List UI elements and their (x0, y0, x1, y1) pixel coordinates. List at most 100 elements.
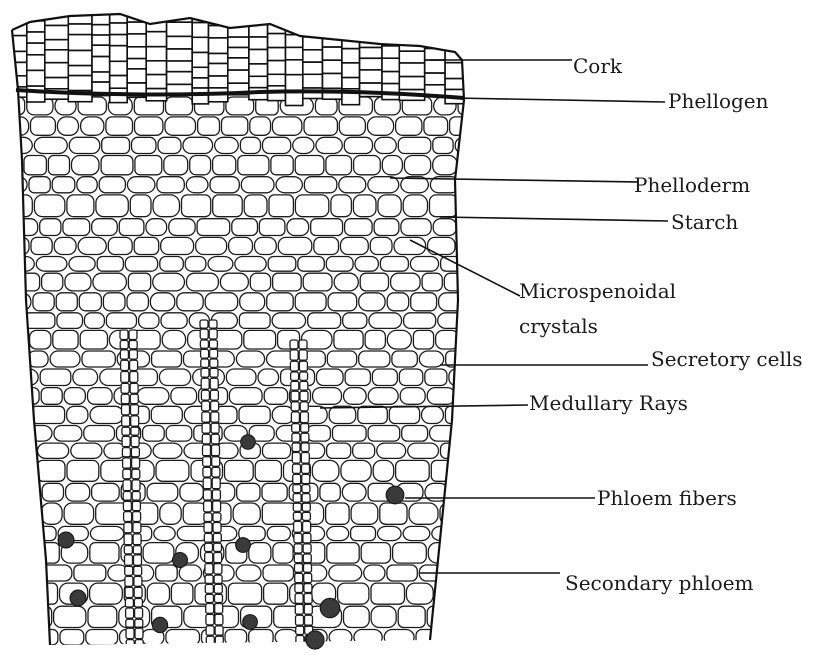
medullary-ray-cell (303, 554, 311, 563)
cork-cell (360, 10, 382, 23)
medullary-ray-cell (209, 340, 217, 348)
medullary-ray-cell (135, 619, 143, 627)
parenchyma-cell (276, 177, 302, 193)
medullary-ray-cell (291, 381, 299, 390)
parenchyma-cell (273, 543, 293, 564)
medullary-ray-cell (303, 544, 311, 553)
parenchyma-cell (197, 219, 230, 236)
medullary-ray-cell (204, 513, 212, 522)
parenchyma-cell (329, 630, 352, 645)
parenchyma-cell (408, 443, 439, 458)
parenchyma-cell (159, 369, 190, 386)
cork-cell (110, 35, 128, 46)
medullary-ray-cell (210, 390, 218, 400)
parenchyma-cell (364, 565, 385, 581)
parenchyma-cell (36, 257, 67, 272)
parenchyma-cell (327, 526, 349, 540)
medullary-ray-cell (291, 391, 299, 401)
label-crystals: crystals (519, 314, 598, 338)
medullary-ray-cell (215, 604, 223, 614)
medullary-ray-cell (210, 349, 218, 358)
medullary-ray-cell (131, 448, 139, 457)
cork-cell (360, 48, 382, 59)
parenchyma-cell (295, 293, 326, 311)
cork-cell (303, 62, 323, 74)
parenchyma-cell (250, 117, 271, 135)
parenchyma-cell (327, 443, 351, 458)
medullary-ray-cell (120, 341, 128, 349)
parenchyma-cell (0, 156, 22, 175)
medullary-ray-cell (213, 523, 221, 533)
cork-cell (27, 32, 45, 43)
parenchyma-cell (267, 293, 294, 311)
medullary-ray-cell (302, 474, 310, 483)
medullary-ray-cell (296, 626, 304, 634)
parenchyma-cell (249, 630, 273, 645)
parenchyma-cell (96, 195, 128, 217)
medullary-ray-cell (207, 645, 215, 655)
cork-cell (268, 48, 286, 61)
medullary-ray-cell (216, 645, 224, 655)
medullary-ray-cell (203, 490, 211, 500)
medullary-ray-cell (300, 381, 308, 390)
parenchyma-cell (161, 313, 187, 329)
parenchyma-cell (433, 156, 458, 175)
medullary-ray-cell (121, 372, 129, 383)
parenchyma-cell (380, 257, 408, 272)
medullary-ray-cell (133, 534, 141, 545)
cork-cell (360, 23, 382, 35)
cork-cell (45, 26, 69, 40)
parenchyma-cell (7, 369, 39, 386)
parenchyma-cell (320, 483, 340, 501)
parenchyma-cell (3, 195, 32, 217)
cork-cell (68, 76, 92, 91)
parenchyma-cell (416, 647, 444, 655)
parenchyma-cell (99, 177, 125, 193)
cork-cell (382, 22, 399, 34)
medullary-ray-cell (215, 626, 223, 635)
medullary-ray-cell (211, 434, 219, 444)
parenchyma-cell (353, 443, 375, 458)
cork-cell (286, 47, 303, 59)
cork-cell (192, 23, 208, 38)
parenchyma-cell (452, 630, 481, 645)
leader-starch (440, 217, 668, 221)
medullary-ray-cell (300, 372, 308, 380)
parenchyma-cells (0, 97, 495, 655)
label-phelloderm: Phelloderm (634, 173, 750, 197)
tissue-section (0, 10, 495, 655)
cork-cell (127, 59, 146, 69)
medullary-ray-cell (295, 573, 303, 582)
parenchyma-cell (316, 137, 342, 153)
medullary-ray-cell (129, 350, 137, 359)
parenchyma-cell (387, 647, 414, 655)
parenchyma-cell (351, 503, 378, 524)
parenchyma-cell (413, 330, 433, 349)
parenchyma-cell (241, 177, 274, 193)
parenchyma-cell (272, 313, 306, 329)
cork-cell (382, 58, 399, 71)
medullary-ray-cell (133, 523, 141, 533)
parenchyma-cell (162, 330, 185, 349)
parenchyma-cell (430, 426, 458, 442)
parenchyma-cell (304, 177, 336, 193)
medullary-ray-cell (301, 433, 309, 442)
parenchyma-cell (143, 543, 174, 564)
medullary-ray-cell (204, 533, 212, 542)
medullary-ray-cell (135, 628, 143, 638)
parenchyma-cell (232, 219, 258, 236)
parenchyma-cell (401, 219, 431, 236)
parenchyma-cell (425, 369, 447, 386)
parenchyma-cell (37, 460, 65, 481)
cork-cell (127, 47, 146, 59)
parenchyma-cell (137, 388, 169, 405)
medullary-ray-cell (134, 599, 142, 608)
parenchyma-cell (460, 195, 492, 217)
parenchyma-cell (244, 330, 276, 349)
parenchyma-cell (92, 483, 120, 501)
parenchyma-cell (411, 293, 437, 311)
parenchyma-cell (344, 606, 370, 627)
cork-cell (127, 22, 146, 34)
medullary-ray-cell (303, 521, 311, 532)
parenchyma-cell (378, 526, 402, 540)
